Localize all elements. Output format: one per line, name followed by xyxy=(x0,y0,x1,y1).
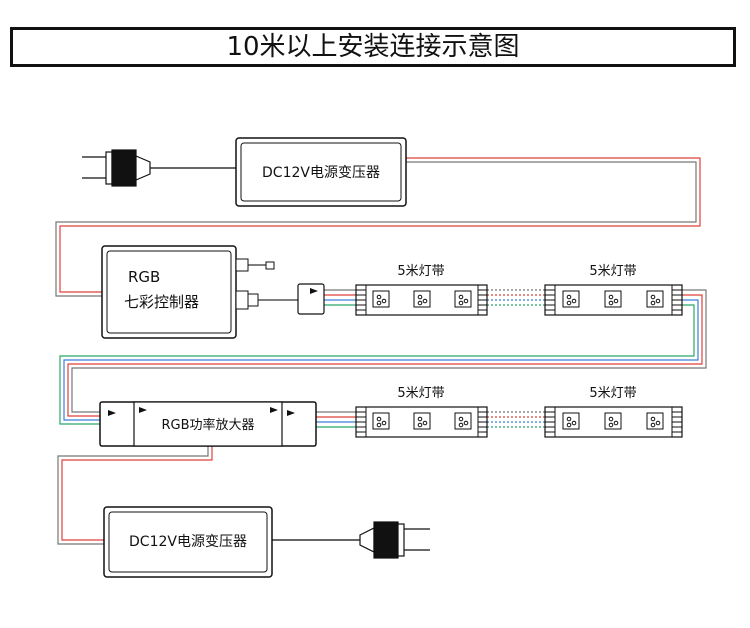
diagram-title: 10米以上安装连接示意图 xyxy=(10,27,736,67)
wire-layer xyxy=(55,157,707,545)
strip-2-label: 5米灯带 xyxy=(589,264,636,279)
led-strip-1: 5米灯带 xyxy=(355,264,488,316)
controller-label-name: 七彩控制器 xyxy=(124,293,199,311)
led-chip-icon xyxy=(372,290,390,308)
strip-connector-1 xyxy=(297,283,325,315)
led-chip-icon xyxy=(413,412,431,430)
led-chip-icon xyxy=(562,412,580,430)
led-chip-icon xyxy=(372,412,390,430)
strip-3-label: 5米灯带 xyxy=(397,386,444,401)
bottom-power-plug xyxy=(359,521,430,559)
led-chip-icon xyxy=(454,412,472,430)
led-chip-icon xyxy=(454,290,472,308)
arrow-right-icon xyxy=(310,288,318,294)
bottom-transformer-label: DC12V电源变压器 xyxy=(129,534,247,550)
led-chip-icon xyxy=(646,290,664,308)
top-transformer: DC12V电源变压器 xyxy=(235,137,407,207)
rgb-amplifier: RGB功率放大器 xyxy=(99,401,317,447)
amplifier-label: RGB功率放大器 xyxy=(161,417,254,433)
led-chip-icon xyxy=(562,290,580,308)
led-strip-4: 5米灯带 xyxy=(544,386,683,438)
led-chip-icon xyxy=(413,290,431,308)
led-strip-3: 5米灯带 xyxy=(355,386,488,438)
led-chip-icon xyxy=(604,290,622,308)
ir-receiver-icon xyxy=(265,261,275,270)
arrow-right-icon xyxy=(270,407,278,413)
strip-4-label: 5米灯带 xyxy=(589,386,636,401)
top-transformer-label: DC12V电源变压器 xyxy=(262,165,380,181)
led-chip-icon xyxy=(604,412,622,430)
led-strip-2: 5米灯带 xyxy=(544,264,683,316)
top-power-plug xyxy=(82,149,151,187)
led-chip-icon xyxy=(646,412,664,430)
bottom-transformer: DC12V电源变压器 xyxy=(103,506,273,578)
strip-1-label: 5米灯带 xyxy=(397,264,444,279)
rgb-controller: RGB 七彩控制器 xyxy=(101,245,275,339)
arrow-right-icon xyxy=(108,410,116,416)
controller-label-rgb: RGB xyxy=(128,268,160,286)
arrow-right-icon xyxy=(139,407,147,413)
arrow-right-icon xyxy=(287,410,295,416)
